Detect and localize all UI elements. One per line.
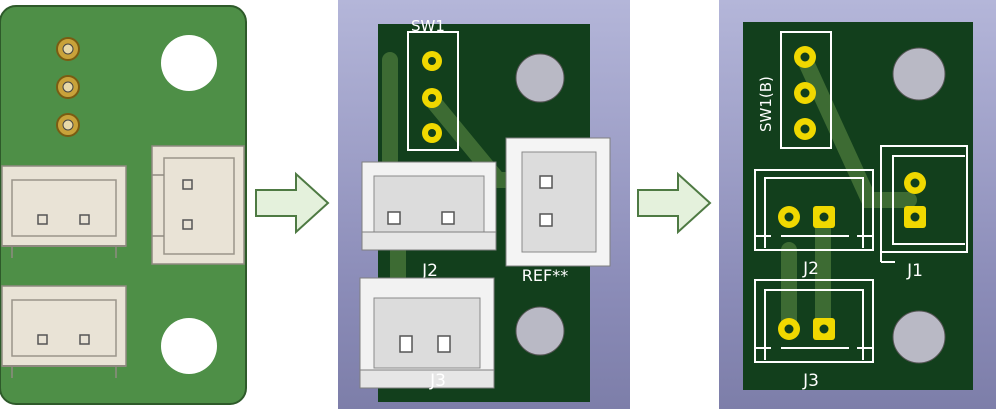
sw1-pads — [422, 51, 442, 143]
sw1-outline — [407, 31, 459, 151]
board-3d-overlay: SW1 J2 REF** J — [359, 17, 611, 402]
connector-j2-footprint — [754, 169, 874, 251]
connector-j3-3d — [1, 285, 127, 378]
mounting-hole-bottom — [892, 310, 946, 364]
connector-j3-3d — [359, 277, 495, 389]
board-3d-render-panel — [0, 0, 250, 409]
board-3d-overlay-panel: SW1 J2 REF** J — [338, 0, 630, 409]
connector-j1-3d — [505, 137, 611, 267]
mounting-hole-bottom — [161, 318, 217, 374]
sw1-outline — [780, 31, 832, 149]
j1-pads — [904, 172, 926, 228]
board-3d-render — [0, 5, 247, 405]
mounting-hole-top — [161, 35, 217, 91]
pcb-layout: SW1(B) J2 J1 — [743, 22, 973, 391]
sw1-pins — [56, 37, 80, 137]
connector-j1-footprint — [880, 145, 968, 263]
sw1-label: SW1 — [411, 17, 445, 35]
mounting-hole-top — [892, 47, 946, 101]
mounting-hole-bottom — [515, 306, 565, 356]
j2-label: J2 — [802, 259, 819, 279]
j1-label: J1 — [906, 261, 923, 281]
arrow-right-icon — [636, 170, 714, 240]
sw1-pads — [794, 46, 816, 140]
j3-label: J3 — [802, 371, 819, 391]
mounting-hole-top — [515, 53, 565, 103]
connector-j2-3d — [361, 161, 497, 251]
j2-label: J2 — [421, 261, 438, 281]
j2-pads — [778, 206, 835, 228]
pcb-layout-panel: SW1(B) J2 J1 — [719, 0, 996, 409]
arrow-right-icon — [254, 170, 332, 240]
connector-j3-footprint — [754, 279, 874, 363]
ref-label: REF** — [522, 266, 568, 285]
connector-j2-3d — [1, 165, 127, 258]
j3-pads — [778, 318, 835, 340]
j3-label: J3 — [429, 371, 446, 391]
connector-j1-3d — [151, 145, 245, 265]
sw1-label: SW1(B) — [757, 76, 775, 132]
